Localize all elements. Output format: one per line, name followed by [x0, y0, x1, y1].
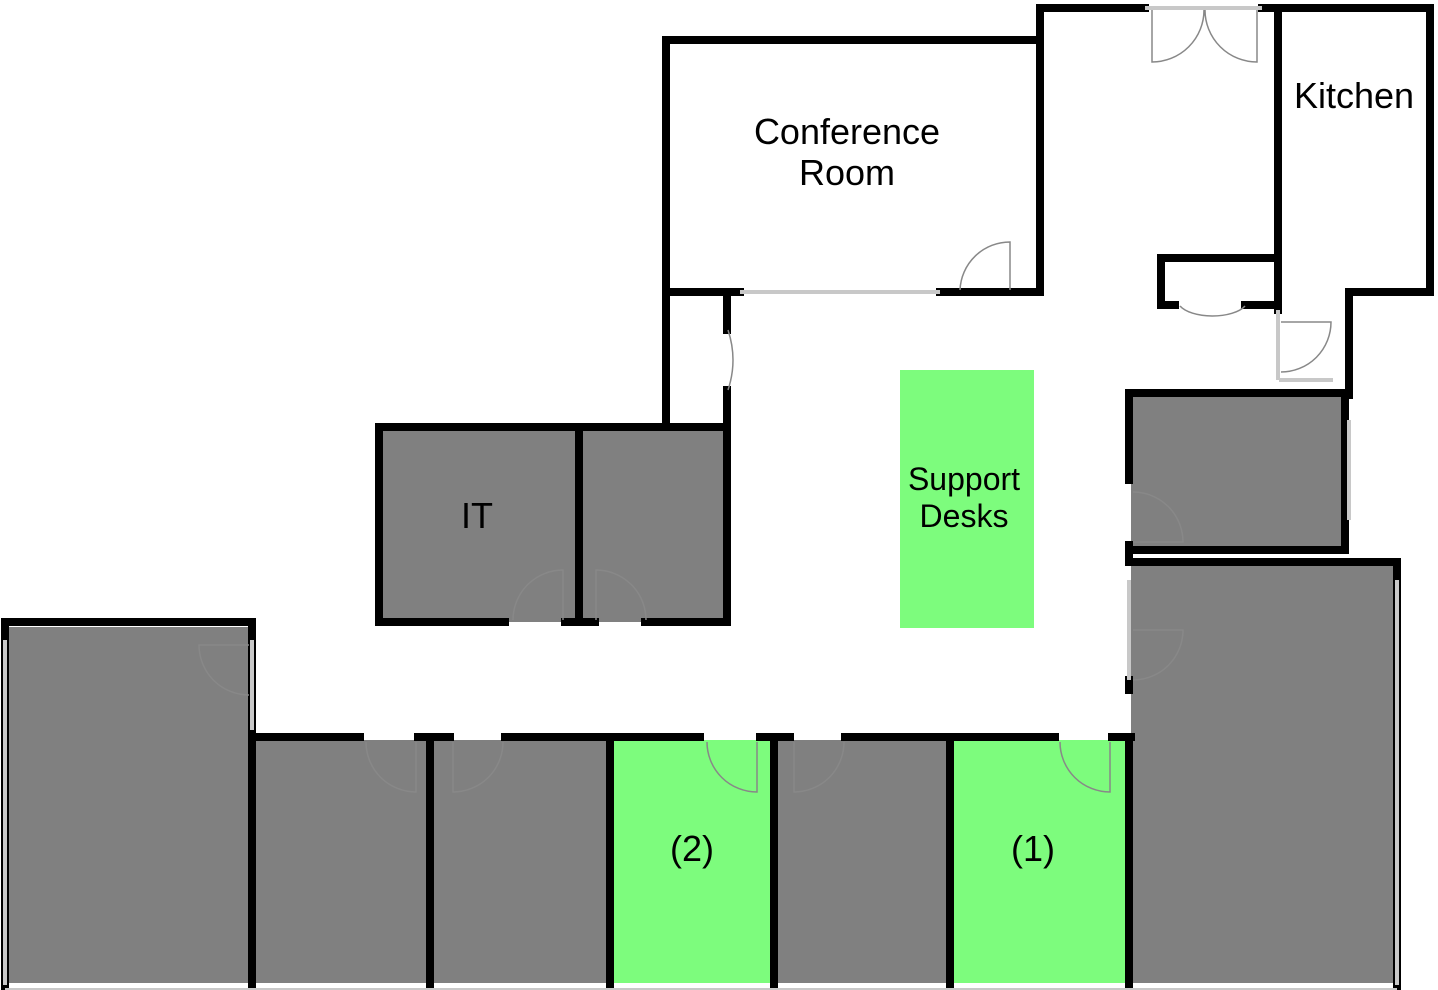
conference-room-label-line1: Conference [754, 111, 940, 152]
it-label: IT [461, 495, 493, 536]
office-2-label: (2) [670, 828, 714, 869]
left-large-office [5, 627, 249, 983]
office-1-label: (1) [1011, 828, 1055, 869]
support-desks-label-line2: Desks [920, 498, 1009, 534]
conference-room-label-line2: Room [799, 152, 895, 193]
doors [198, 9, 1332, 793]
office-a [256, 740, 429, 983]
office-2 [612, 740, 772, 983]
windows [3, 6, 1399, 990]
office-b [433, 740, 608, 983]
walls [1, 4, 1434, 990]
office-c [776, 740, 948, 983]
support-desks-label-line1: Support [908, 461, 1020, 497]
storage-room [583, 431, 727, 622]
right-upper-office [1131, 395, 1343, 550]
office-1 [952, 740, 1127, 983]
it-room [379, 431, 579, 622]
kitchen-label: Kitchen [1294, 75, 1414, 116]
support-desks-area [900, 370, 1034, 628]
right-large-office [1131, 566, 1397, 983]
